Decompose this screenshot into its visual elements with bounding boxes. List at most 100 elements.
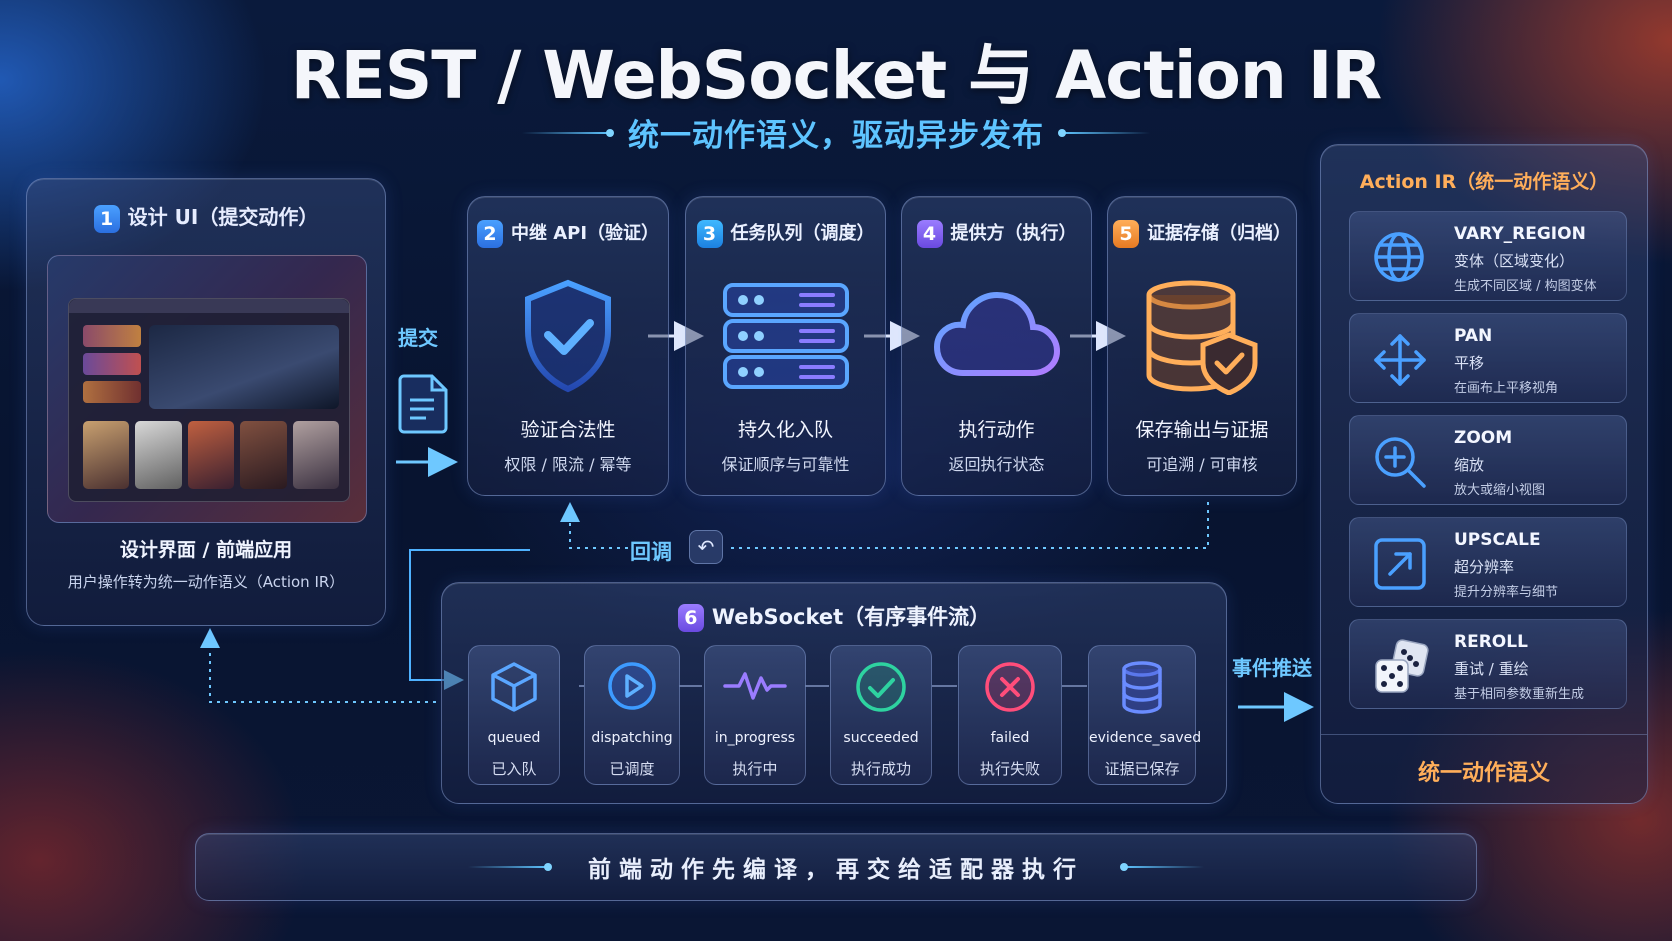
event-push-label: 事件推送 — [1232, 656, 1312, 680]
database-icon — [1120, 660, 1164, 718]
check-circle-icon — [854, 660, 908, 718]
step-2-badge: 2 — [476, 220, 503, 248]
action-zoom: ZOOM 缩放 放大或缩小视图 — [1349, 415, 1627, 505]
action-zoom-desc: 放大或缩小视图 — [1454, 483, 1546, 498]
step-1-header: 1 设计 UI（提交动作） — [27, 201, 385, 233]
action-upscale-zh: 超分辨率 — [1454, 558, 1515, 576]
submit-label: 提交 — [398, 326, 438, 350]
step-5-header: 5 证据存储（归档） — [1108, 219, 1296, 248]
action-reroll-name: REROLL — [1454, 632, 1528, 652]
event-evidence-saved-en: evidence_saved — [1089, 730, 1202, 746]
step-4-badge: 4 — [916, 220, 943, 248]
step-3-header: 3 任务队列（调度） — [686, 219, 885, 248]
action-zoom-name: ZOOM — [1454, 428, 1513, 448]
step-2-subcaption: 权限 / 限流 / 幂等 — [504, 455, 632, 474]
event-dispatching-zh: 已调度 — [609, 760, 655, 778]
step-1-caption: 设计界面 / 前端应用 — [119, 539, 293, 561]
step-3-subcaption: 保证顺序与可靠性 — [721, 455, 850, 474]
step-1-subcaption: 用户操作转为统一动作语义（Action IR） — [67, 573, 345, 591]
action-ir-divider — [1321, 734, 1647, 735]
event-failed-zh: 执行失败 — [979, 760, 1040, 778]
action-upscale: UPSCALE 超分辨率 提升分辨率与细节 — [1349, 517, 1627, 607]
banner-line-left — [468, 863, 552, 871]
step-1-title: 设计 UI（提交动作） — [127, 205, 319, 229]
server-stack-icon — [721, 281, 851, 393]
cube-icon — [489, 660, 539, 718]
banner-text: 前端动作先编译，再交给适配器执行 — [588, 857, 1084, 883]
action-pan: PAN 平移 在画布上平移视角 — [1349, 313, 1627, 403]
pulse-icon — [723, 668, 787, 708]
shield-check-icon — [520, 279, 616, 397]
cloud-icon — [933, 289, 1061, 383]
action-reroll-desc: 基于相同参数重新生成 — [1454, 687, 1585, 702]
step-3-task-queue-card: 3 任务队列（调度） 持久化入队 保证顺序与可靠性 — [685, 196, 886, 496]
upscale-arrow-icon — [1372, 536, 1428, 596]
action-vary-region: VARY_REGION 变体（区域变化） 生成不同区域 / 构图变体 — [1349, 211, 1627, 301]
globe-icon — [1372, 230, 1426, 288]
step-5-badge: 5 — [1113, 220, 1139, 248]
subtitle-line-right — [1058, 128, 1150, 137]
dice-icon — [1372, 638, 1430, 700]
action-reroll: REROLL 重试 / 重绘 基于相同参数重新生成 — [1349, 619, 1627, 709]
action-upscale-desc: 提升分辨率与细节 — [1454, 585, 1559, 600]
step-4-title: 提供方（执行） — [950, 223, 1077, 244]
action-ir-title: Action IR（统一动作语义） — [1359, 171, 1609, 193]
database-shield-icon — [1143, 279, 1261, 399]
callback-return-icon: ↶ — [689, 530, 723, 564]
event-in-progress: in_progress 执行中 — [704, 645, 806, 785]
step-4-header: 4 提供方（执行） — [902, 219, 1091, 248]
action-upscale-name: UPSCALE — [1454, 530, 1541, 550]
event-succeeded-en: succeeded — [843, 730, 919, 746]
step-2-title: 中继 API（验证） — [510, 223, 660, 244]
page-title: REST / WebSocket 与 Action IR — [290, 37, 1382, 114]
event-failed: failed 执行失败 — [958, 645, 1062, 785]
page-subtitle: 统一动作语义，驱动异步发布 — [628, 118, 1044, 154]
step-3-badge: 3 — [696, 220, 723, 248]
step-2-header: 2 中继 API（验证） — [468, 219, 668, 248]
event-evidence-saved: evidence_saved 证据已保存 — [1088, 645, 1202, 785]
event-succeeded: succeeded 执行成功 — [830, 645, 932, 785]
event-in-progress-en: in_progress — [714, 730, 796, 746]
event-queued-zh: 已入队 — [491, 760, 537, 778]
step-1-design-ui-panel: 1 设计 UI（提交动作） 设计界面 / 前端应用 用户操作转为统一动作语义（Ac… — [26, 178, 386, 626]
event-evidence-saved-zh: 证据已保存 — [1104, 760, 1180, 778]
play-icon — [606, 660, 658, 716]
step-5-title: 证据存储（归档） — [1147, 223, 1291, 244]
event-succeeded-zh: 执行成功 — [850, 760, 911, 778]
callback-line-left — [560, 502, 628, 549]
step-3-title: 任务队列（调度） — [730, 223, 875, 244]
step-3-caption: 持久化入队 — [737, 419, 833, 441]
event-dispatching: dispatching 已调度 — [584, 645, 680, 785]
action-pan-name: PAN — [1454, 326, 1493, 346]
action-vary-region-zh: 变体（区域变化） — [1454, 252, 1575, 270]
subtitle-line-left — [522, 128, 614, 137]
app-window — [68, 298, 350, 502]
websocket-event-stream-panel: 6 WebSocket（有序事件流） queued 已入队 dispatching… — [441, 582, 1227, 804]
callback-label: 回调 — [630, 540, 672, 564]
action-zoom-zh: 缩放 — [1454, 456, 1485, 474]
subtitle-row: 统一动作语义，驱动异步发布 — [0, 110, 1672, 155]
banner-line-right — [1120, 863, 1204, 871]
event-failed-en: failed — [990, 730, 1030, 746]
event-queued: queued 已入队 — [468, 645, 560, 785]
step-4-caption: 执行动作 — [958, 419, 1035, 441]
step-6-badge: 6 — [677, 604, 704, 632]
event-queued-en: queued — [487, 730, 541, 746]
action-ir-footer: 统一动作语义 — [1417, 761, 1550, 786]
websocket-title: WebSocket（有序事件流） — [711, 605, 991, 629]
action-pan-desc: 在画布上平移视角 — [1454, 381, 1559, 396]
document-icon — [398, 372, 452, 438]
action-vary-region-desc: 生成不同区域 / 构图变体 — [1454, 279, 1597, 294]
ws-to-ui-line — [200, 628, 436, 703]
event-dispatching-en: dispatching — [591, 730, 673, 746]
event-in-progress-zh: 执行中 — [732, 760, 778, 778]
action-reroll-zh: 重试 / 重绘 — [1454, 660, 1529, 678]
bottom-banner: 前端动作先编译，再交给适配器执行 — [195, 833, 1477, 901]
step-5-subcaption: 可追溯 / 可审核 — [1146, 455, 1258, 474]
step-1-badge: 1 — [93, 204, 120, 233]
action-pan-zh: 平移 — [1454, 354, 1485, 372]
callback-line-right — [728, 502, 1209, 549]
action-vary-region-name: VARY_REGION — [1454, 224, 1586, 244]
